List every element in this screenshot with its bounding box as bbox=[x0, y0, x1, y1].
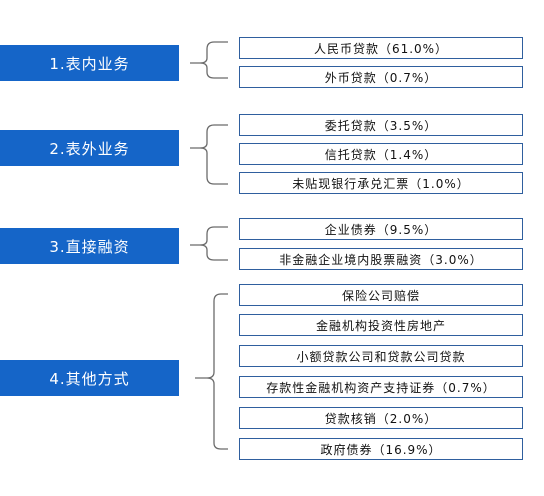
item-insurance-compensation: 保险公司赔偿 bbox=[239, 284, 523, 306]
brace-4 bbox=[195, 293, 228, 450]
item-microcredit-loans: 小额贷款公司和贷款公司贷款 bbox=[239, 345, 523, 367]
category-box-2: 2.表外业务 bbox=[0, 130, 179, 166]
brace-2 bbox=[190, 124, 228, 185]
category-box-3: 3.直接融资 bbox=[0, 228, 179, 264]
brace-3 bbox=[190, 226, 228, 261]
category-box-4: 4.其他方式 bbox=[0, 360, 179, 396]
item-government-bonds: 政府债券（16.9%） bbox=[239, 438, 523, 460]
brace-1 bbox=[190, 41, 228, 79]
category-box-1: 1.表内业务 bbox=[0, 45, 179, 81]
item-entrusted-loans: 委托贷款（3.5%） bbox=[239, 114, 523, 136]
item-investment-real-estate: 金融机构投资性房地产 bbox=[239, 314, 523, 336]
item-rmb-loans: 人民币贷款（61.0%） bbox=[239, 37, 523, 59]
item-foreign-currency-loans: 外币贷款（0.7%） bbox=[239, 66, 523, 88]
item-undiscounted-bankers-acceptance: 未贴现银行承兑汇票（1.0%） bbox=[239, 172, 523, 194]
item-trust-loans: 信托贷款（1.4%） bbox=[239, 143, 523, 165]
item-domestic-equity-financing: 非金融企业境内股票融资（3.0%） bbox=[239, 248, 523, 270]
item-loan-write-offs: 贷款核销（2.0%） bbox=[239, 407, 523, 429]
item-asset-backed-securities: 存款性金融机构资产支持证券（0.7%） bbox=[239, 376, 523, 398]
item-corporate-bonds: 企业债券（9.5%） bbox=[239, 218, 523, 240]
